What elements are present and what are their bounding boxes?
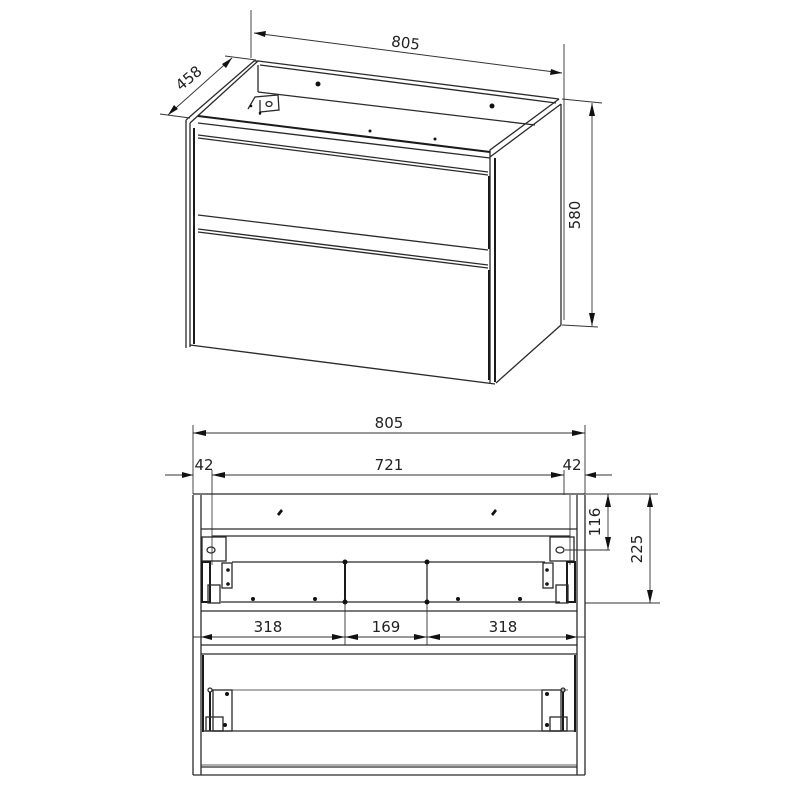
dim-label-side-right: 42 <box>562 456 581 474</box>
mounting-bracket-icon <box>247 94 280 115</box>
dim-label-depth: 458 <box>172 62 206 94</box>
hole-marker <box>315 81 321 87</box>
dim-label-side-left: 42 <box>194 456 213 474</box>
dim-inner-width <box>165 470 612 495</box>
dim-label-top-rail: 116 <box>586 508 604 537</box>
dim-vertical-front <box>585 493 660 604</box>
hole-marker <box>489 103 495 109</box>
dim-overall-width <box>192 425 586 494</box>
front-view: 805 42 721 42 116 225 <box>165 414 660 776</box>
dim-label-overall-width: 805 <box>375 414 404 432</box>
hole-marker <box>433 137 437 141</box>
dim-depth-iso <box>159 55 257 119</box>
dim-height-iso <box>561 98 603 328</box>
upper-drawer-front <box>197 134 490 251</box>
dim-label-height: 580 <box>566 201 584 230</box>
front-carcass <box>192 493 586 776</box>
dim-width-iso <box>250 10 565 320</box>
dim-label-middle-section: 169 <box>372 618 401 636</box>
hole-marker <box>368 129 372 133</box>
dim-label-right-section: 318 <box>489 618 518 636</box>
dim-label-inner-width: 721 <box>375 456 404 474</box>
lower-drawer-front <box>189 215 496 385</box>
dim-sections <box>193 634 585 640</box>
dim-label-width: 805 <box>390 32 421 53</box>
cabinet-top-frame <box>185 60 562 348</box>
dim-label-left-section: 318 <box>254 618 283 636</box>
cabinet-right-side <box>489 104 562 384</box>
isometric-view: 805 458 580 <box>159 10 603 385</box>
upper-drawer-interior <box>201 559 577 645</box>
lower-drawer <box>201 644 577 766</box>
right-bracket-icon <box>542 536 610 604</box>
hole-marker <box>491 509 497 516</box>
dim-label-upper-drawer: 225 <box>628 535 646 564</box>
top-rail <box>201 495 577 565</box>
left-bracket-icon <box>201 536 233 604</box>
lower-left-bracket-icon <box>205 687 233 732</box>
hole-marker <box>277 509 283 516</box>
lower-right-bracket-icon <box>541 687 568 732</box>
